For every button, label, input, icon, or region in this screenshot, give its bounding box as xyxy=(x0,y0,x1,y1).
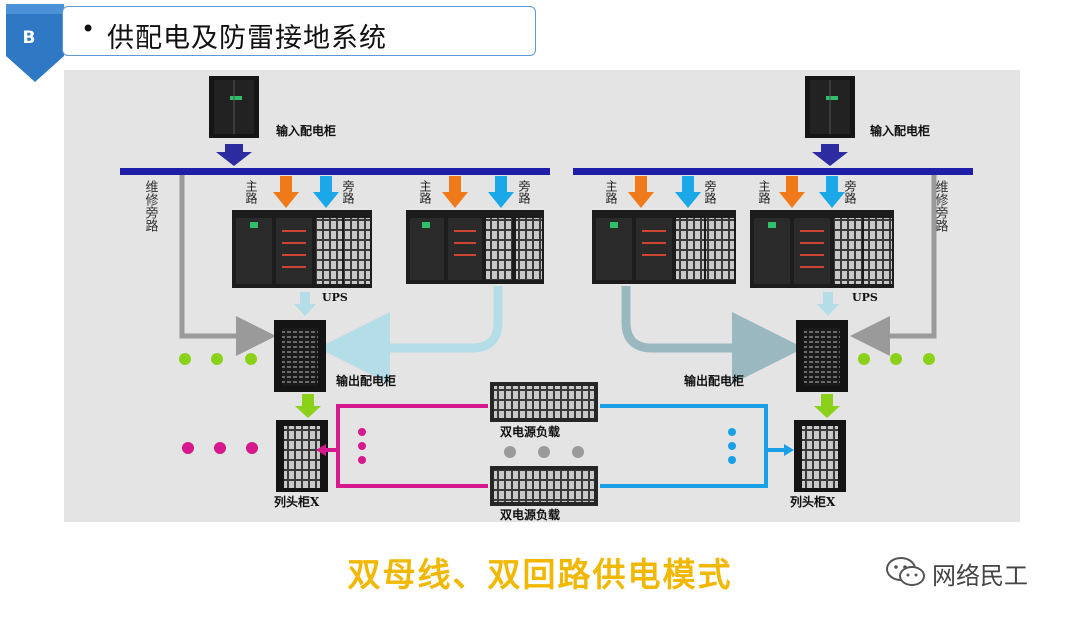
dual-psu-load-top-label: 双电源负载 xyxy=(500,424,560,439)
page-title: 供配电及防雷接地系统 xyxy=(107,23,387,54)
main-arrow-4 xyxy=(779,176,805,208)
bypass-path-label-2: 旁路 xyxy=(517,179,531,205)
ups-unit-4-icon xyxy=(750,210,894,288)
main-arrow-2 xyxy=(442,176,468,208)
ups-unit-2-icon xyxy=(406,210,544,284)
row-head-cabinet-left-icon xyxy=(276,420,328,492)
output-cabinet-left-label: 输出配电柜 xyxy=(336,373,396,388)
dual-psu-load-bottom-label: 双电源负载 xyxy=(500,507,560,522)
gray-ellipsis-middle xyxy=(504,446,584,458)
svg-text:维修旁路: 维修旁路 xyxy=(143,180,159,232)
magenta-ellipsis-left xyxy=(182,442,258,454)
magenta-circuit xyxy=(336,404,488,488)
row-head-cabinet-right-icon xyxy=(794,420,846,492)
bypass-path-label-1: 旁路 xyxy=(341,179,355,205)
bypass-path-label-4: 旁路 xyxy=(843,179,857,205)
dual-psu-load-bottom-icon xyxy=(490,466,598,506)
input-cabinet-left-label: 输入配电柜 xyxy=(276,123,336,138)
green-ellipsis-left xyxy=(179,353,257,365)
ups3-return-line xyxy=(621,286,804,384)
wechat-icon xyxy=(886,557,925,586)
cyan-arrowhead xyxy=(784,444,794,456)
ups-left-label: UPS xyxy=(322,291,348,304)
bypass-arrow-1 xyxy=(313,176,339,208)
maintenance-bypass-right-line xyxy=(850,175,937,356)
input-cabinet-left-icon xyxy=(209,76,259,138)
row-head-right-label: 列头柜X xyxy=(790,494,836,509)
row-head-left-label: 列头柜X xyxy=(274,494,320,509)
watermark: 网络民工 xyxy=(884,556,1028,590)
main-path-label-4: 主路 xyxy=(757,180,771,205)
maintenance-bypass-left-line xyxy=(179,175,276,356)
cyan-circuit xyxy=(600,404,768,488)
ups-unit-1-icon xyxy=(232,210,372,288)
green-arrow-left xyxy=(295,394,321,418)
magenta-dots-vertical xyxy=(358,428,366,464)
main-path-label-2: 主路 xyxy=(418,180,432,205)
maintenance-bypass-left-label: 维修旁路 xyxy=(143,180,159,232)
busbar-right xyxy=(573,168,973,175)
input-cabinet-right-label: 输入配电柜 xyxy=(870,123,930,138)
main-path-label-1: 主路 xyxy=(244,180,258,205)
bypass-arrow-4 xyxy=(819,176,845,208)
title-box: • 供配电及防雷接地系统 xyxy=(62,6,536,56)
title-bullet: • xyxy=(81,15,96,43)
ups-arrows: 主路 旁路 主路 旁路 主路 旁路 主路 旁路 xyxy=(244,176,857,208)
main-arrow-3 xyxy=(628,176,654,208)
ups-down-arrow-right xyxy=(817,292,839,316)
cyan-dots-vertical xyxy=(728,428,736,464)
bypass-arrow-2 xyxy=(488,176,514,208)
ups2-return-line xyxy=(318,286,503,384)
magenta-arrowhead xyxy=(316,444,326,456)
watermark-text: 网络民工 xyxy=(932,562,1028,590)
dual-psu-load-top-icon xyxy=(490,382,598,422)
power-diagram-svg: 输入配电柜 输入配电柜 维修旁路 维修旁路 主路 旁路 主路 旁路 主路 旁路 … xyxy=(120,76,973,522)
input-cabinet-right-icon xyxy=(805,76,855,138)
main-arrow-1 xyxy=(273,176,299,208)
main-path-label-3: 主路 xyxy=(604,180,618,205)
output-cabinet-left-icon xyxy=(274,320,326,392)
green-ellipsis-right xyxy=(858,353,935,365)
green-arrow-right xyxy=(814,394,840,418)
bypass-path-label-3: 旁路 xyxy=(703,179,717,205)
busbar-left xyxy=(120,168,550,175)
slide-caption: 双母线、双回路供电模式 xyxy=(347,555,733,594)
ups-unit-3-icon xyxy=(592,210,736,284)
bypass-arrow-3 xyxy=(675,176,701,208)
output-cabinet-right-label: 输出配电柜 xyxy=(684,373,744,388)
ups-down-arrow-left xyxy=(294,292,316,316)
ups-right-label: UPS xyxy=(852,291,878,304)
badge-letter: B xyxy=(22,28,36,48)
power-diagram: 输入配电柜 输入配电柜 维修旁路 维修旁路 主路 旁路 主路 旁路 主路 旁路 … xyxy=(64,70,1020,522)
input-arrow-right xyxy=(812,144,848,166)
section-badge xyxy=(6,4,64,82)
output-cabinet-right-icon xyxy=(796,320,848,392)
input-arrow-left xyxy=(216,144,252,166)
